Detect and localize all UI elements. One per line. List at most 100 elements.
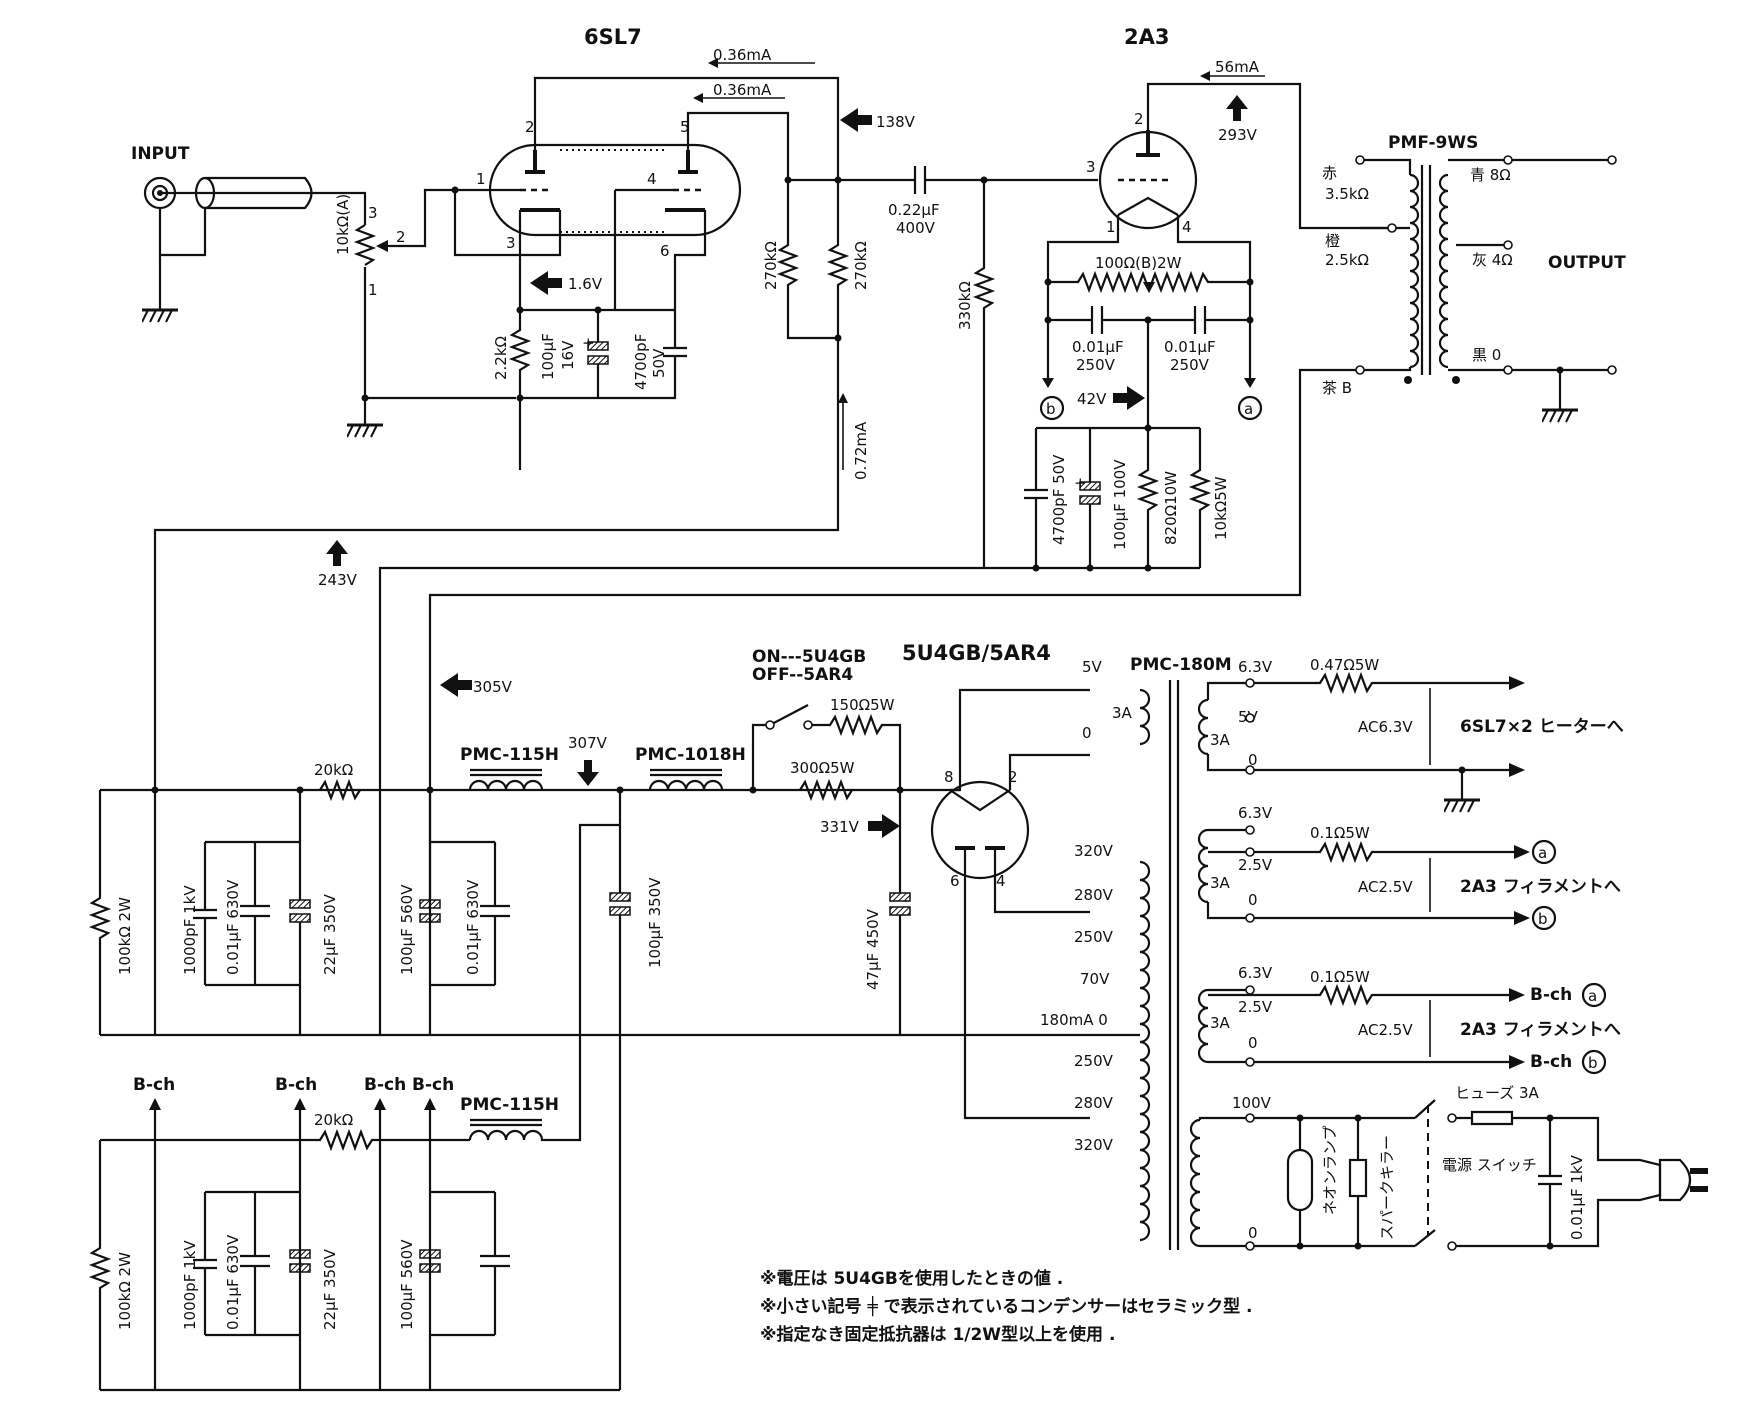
plate5-wire: [686, 111, 790, 180]
output-transformer: [1404, 165, 1460, 384]
c-1000p-label: 1000pF 1kV: [181, 885, 199, 975]
switch-off: OFF--5AR4: [752, 665, 853, 685]
filament-left-wire: [1046, 215, 1120, 380]
tube-6sl7-title: 6SL7: [584, 25, 642, 49]
pt-280a: 280V: [1074, 886, 1114, 904]
c100-560-b-label: 100μF 560V: [398, 1239, 416, 1330]
primary-top: [1198, 1116, 1415, 1120]
ac-wire: [1456, 1198, 1640, 1248]
pt-320a: 320V: [1074, 842, 1114, 860]
bias-resistor-820: [1136, 428, 1160, 568]
pin-4: 4: [647, 170, 657, 188]
plus-sign: +: [1074, 474, 1087, 492]
plate-resistor-1: [776, 180, 838, 340]
pot-pin2: 2: [396, 228, 406, 246]
current-072: 0.72mA: [852, 421, 870, 480]
choke-1018: [648, 779, 724, 791]
c47: [889, 892, 911, 902]
pot-wiper-arrow: [376, 240, 388, 252]
cathode-resistor: [508, 310, 532, 470]
pin-5: 5: [680, 118, 690, 136]
pt-320b: 320V: [1074, 1136, 1114, 1154]
rect-plate-4: [993, 848, 1090, 914]
switch-on: ON---5U4GB: [752, 647, 866, 667]
h2-r: 0.1Ω5W: [1310, 824, 1370, 842]
tube-2a3-title: 2A3: [1124, 25, 1169, 49]
heater2-mid: [1208, 840, 1515, 864]
neon-lamp: [1286, 1118, 1314, 1246]
r-cathode-label: 2.2kΩ: [492, 336, 510, 380]
c-cathode-label: 100μF: [539, 333, 557, 380]
pt-0b: 0: [1248, 1224, 1258, 1242]
pin-2: 2: [525, 118, 535, 136]
voltage-arrow: [530, 271, 562, 295]
pt-3a: 3A: [1112, 704, 1133, 722]
filament-right-wire: [1176, 215, 1252, 380]
bch-4: B-ch: [412, 1075, 454, 1095]
h2-0: 0: [1248, 891, 1258, 909]
grid-resistor: [972, 180, 996, 568]
hum-pot-label: 100Ω(B)2W: [1095, 254, 1182, 272]
choke-115: [468, 779, 544, 791]
pt-label: PMC-180M: [1130, 655, 1232, 675]
h2-25: 2.5V: [1238, 856, 1273, 874]
r-grid-label: 330kΩ: [956, 281, 974, 330]
bias-r2-label: 10kΩ5W: [1212, 476, 1230, 540]
shielded-cable: [160, 176, 313, 210]
pt-250b: 250V: [1074, 1052, 1114, 1070]
ground-icon: [1542, 408, 1578, 424]
bias-resistor-10k: [1188, 428, 1212, 568]
h2-63: 6.3V: [1238, 804, 1273, 822]
volume-pot: [353, 224, 377, 266]
spark-killer: [1348, 1118, 1368, 1246]
voltage-16: 1.6V: [568, 275, 603, 293]
c-001: [240, 842, 270, 985]
rect-fil-right: [1008, 753, 1090, 790]
pin-3: 3: [506, 234, 516, 252]
choke2-label: PMC-115H: [460, 745, 559, 765]
rect-plate-6: [963, 848, 1090, 1120]
opt-red-z: 3.5kΩ: [1325, 185, 1369, 203]
h3-3a: 3A: [1210, 1014, 1231, 1032]
note-2: ※小さい記号 ╪ で表示されているコンデンサーはセラミック型 .: [760, 1296, 1252, 1317]
h1-0: 0: [1248, 751, 1258, 769]
choke3-label: PMC-115H: [460, 1095, 559, 1115]
bch-rail: [100, 1128, 470, 1152]
r-20k: [319, 778, 361, 802]
c22-label: 22μF 350V: [321, 893, 339, 975]
rectifier-switch: [751, 704, 809, 790]
voltage-293: 293V: [1218, 126, 1258, 144]
pin-6: 6: [660, 242, 670, 260]
grid-link-wire: [453, 190, 562, 257]
h3-bch-b: B-ch: [1530, 1052, 1572, 1072]
power-transformer: [1139, 680, 1209, 1250]
c22-b-label: 22μF 350V: [321, 1248, 339, 1330]
r-20k-b-label: 20kΩ: [314, 1111, 353, 1129]
r-100k: [88, 790, 112, 1035]
h3-25: 2.5V: [1238, 998, 1273, 1016]
pin-4: 4: [996, 872, 1006, 890]
pot-pin3: 3: [368, 204, 378, 222]
h1-3a: 3A: [1210, 731, 1231, 749]
c-fil-a-v: 250V: [1076, 356, 1116, 374]
rect-fil-left: [950, 688, 1090, 792]
r-100k-label: 100kΩ 2W: [116, 897, 134, 975]
cap-bus: [205, 840, 300, 987]
power-switch: [1414, 1099, 1436, 1247]
ac-plug: [1639, 1158, 1708, 1202]
b-plus-driver-wire: [153, 338, 840, 1035]
cathode6-wire: [673, 210, 707, 310]
h3-to: 2A3 フィラメントへ: [1460, 1020, 1621, 1040]
c-fil-a: 0.01μF: [1072, 338, 1124, 356]
pot-wiper-wire: [388, 188, 455, 248]
bch-2: B-ch: [275, 1075, 317, 1095]
bch-1: B-ch: [133, 1075, 175, 1095]
fuse: [1456, 1110, 1640, 1162]
c-film-v: 50V: [650, 348, 668, 378]
r-100k-b-label: 100kΩ 2W: [116, 1252, 134, 1330]
h1-r: 0.47Ω5W: [1310, 656, 1379, 674]
bias-r1-label: 820Ω10W: [1162, 471, 1180, 545]
h3-0: 0: [1248, 1034, 1258, 1052]
node-a-letter: a: [1538, 844, 1547, 862]
